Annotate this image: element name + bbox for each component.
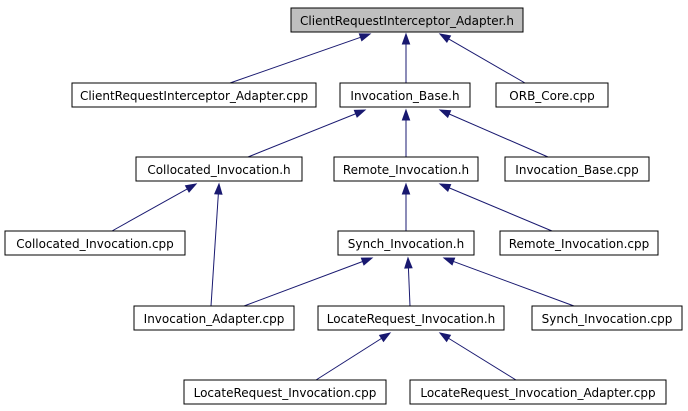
edge-synch_h-to-remote_h [401, 182, 411, 231]
arrowhead-icon [401, 32, 411, 45]
edge-line [448, 337, 517, 381]
node-synch-invocation-h[interactable]: Synch_Invocation.h [337, 230, 475, 256]
arrowhead-icon [404, 256, 413, 269]
arrowhead-icon [214, 182, 223, 195]
node-label: ORB_Core.cpp [509, 89, 594, 103]
arrowhead-icon [401, 182, 411, 195]
arrowhead-icon [378, 332, 392, 343]
edge-line [229, 36, 361, 84]
arrowhead-icon [438, 109, 452, 119]
node-label: LocateRequest_Invocation.h [327, 312, 496, 326]
node-label: ClientRequestInterceptor_Adapter.cpp [80, 89, 308, 103]
edge-line [210, 193, 219, 307]
edge-cria_cpp-to-root [229, 33, 372, 84]
node-label: Collocated_Invocation.h [147, 163, 290, 177]
node-collocated-invocation-h[interactable]: Collocated_Invocation.h [135, 156, 303, 182]
edge-line [315, 337, 382, 381]
node-invocation-base-cpp[interactable]: Invocation_Base.cpp [504, 156, 650, 182]
edge-remote_h-to-invocation_base_h [401, 108, 411, 157]
edge-invocation_adapter_cpp-to-collocated_h [210, 182, 223, 307]
edge-remote_cpp-to-remote_h [438, 183, 553, 232]
node-collocated-invocation-cpp[interactable]: Collocated_Invocation.cpp [4, 230, 186, 256]
node-label: LocateRequest_Invocation.cpp [194, 386, 377, 400]
edge-locate_adapter_cpp-to-locate_h [438, 332, 517, 381]
node-clientrequestinterceptor-adapter-h[interactable]: ClientRequestInterceptor_Adapter.h [290, 7, 524, 33]
node-label: Invocation_Base.cpp [515, 163, 638, 177]
edge-locate_cpp-to-locate_h [315, 332, 392, 381]
arrowhead-icon [358, 33, 372, 42]
node-invocation-adapter-cpp[interactable]: Invocation_Adapter.cpp [133, 305, 295, 331]
node-clientrequestinterceptor-adapter-cpp[interactable]: ClientRequestInterceptor_Adapter.cpp [71, 82, 317, 108]
arrowhead-icon [438, 183, 452, 193]
edge-line [247, 113, 356, 158]
node-label: ClientRequestInterceptor_Adapter.h [300, 14, 514, 28]
node-locaterequest-invocation-adapter-cpp[interactable]: LocateRequest_Invocation_Adapter.cpp [409, 379, 667, 405]
edge-collocated_h-to-invocation_base_h [247, 109, 367, 158]
edge-line [448, 113, 549, 158]
edge-invocation_adapter_cpp-to-synch_h [243, 257, 374, 307]
edge-line [448, 38, 526, 84]
edges-layer [111, 32, 575, 381]
edge-line [111, 188, 188, 232]
node-label: Synch_Invocation.h [348, 237, 464, 251]
edge-invocation_base_h-to-root [401, 32, 411, 83]
node-remote-invocation-h[interactable]: Remote_Invocation.h [333, 156, 479, 182]
node-label: LocateRequest_Invocation_Adapter.cpp [420, 386, 655, 400]
node-label: Synch_Invocation.cpp [542, 312, 673, 326]
node-invocation-base-h[interactable]: Invocation_Base.h [339, 82, 471, 108]
node-label: Remote_Invocation.h [343, 163, 469, 177]
edge-line [453, 260, 575, 307]
node-locaterequest-invocation-h[interactable]: LocateRequest_Invocation.h [317, 305, 505, 331]
edge-invocation_base_cpp-to-invocation_base_h [438, 109, 549, 158]
node-remote-invocation-cpp[interactable]: Remote_Invocation.cpp [499, 230, 659, 256]
node-label: Collocated_Invocation.cpp [16, 237, 174, 251]
node-orb-core-cpp[interactable]: ORB_Core.cpp [495, 82, 609, 108]
edge-orb_core_cpp-to-root [438, 33, 526, 84]
edge-locate_h-to-synch_h [404, 256, 413, 307]
node-label: Invocation_Adapter.cpp [144, 312, 285, 326]
node-synch-invocation-cpp[interactable]: Synch_Invocation.cpp [531, 305, 683, 331]
edge-line [449, 187, 553, 232]
edge-collocated_cpp-to-collocated_h [111, 183, 198, 232]
node-label: Invocation_Base.h [350, 89, 459, 103]
arrowhead-icon [442, 257, 456, 266]
arrowhead-icon [184, 183, 198, 193]
edge-line [407, 267, 411, 307]
arrowhead-icon [401, 108, 411, 121]
arrowhead-icon [353, 109, 367, 118]
node-label: Remote_Invocation.cpp [509, 237, 649, 251]
edge-synch_cpp-to-synch_h [442, 257, 575, 307]
node-locaterequest-invocation-cpp[interactable]: LocateRequest_Invocation.cpp [183, 379, 387, 405]
arrowhead-icon [438, 332, 452, 343]
arrowhead-icon [360, 257, 374, 266]
edge-line [243, 261, 363, 307]
arrowhead-icon [438, 33, 452, 43]
